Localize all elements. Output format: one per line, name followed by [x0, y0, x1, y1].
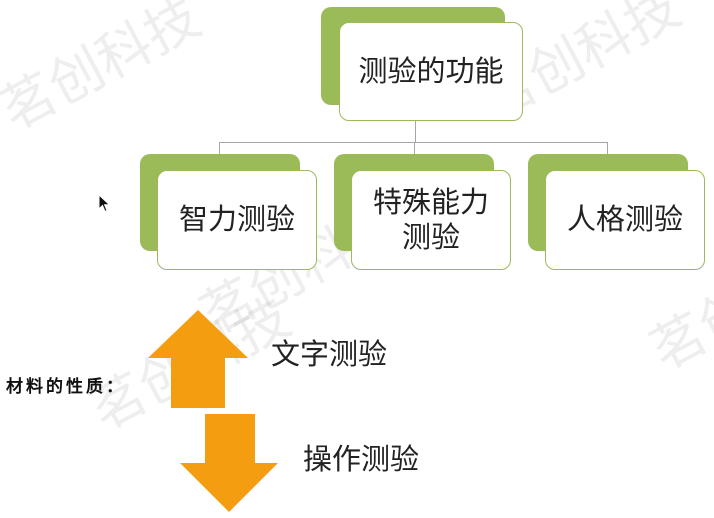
connector-vertical-left — [219, 142, 220, 154]
connector-vertical-middle — [414, 142, 415, 154]
mouse-cursor-icon — [98, 194, 111, 213]
child-node-label: 人格测验 — [566, 202, 683, 237]
operation-test-label: 操作测验 — [303, 442, 420, 476]
material-label: 材料的性质： — [6, 377, 126, 397]
child-node-label: 特殊能力测验 — [372, 184, 489, 254]
connector-vertical-root — [415, 120, 416, 142]
root-node: 测验的功能 — [339, 22, 523, 121]
child-node-personality: 人格测验 — [545, 170, 705, 270]
child-node-intelligence: 智力测验 — [157, 170, 317, 270]
child-node-label: 智力测验 — [178, 202, 295, 237]
text-test-label: 文字测验 — [271, 337, 388, 371]
child-node-special-ability: 特殊能力测验 — [351, 170, 511, 270]
arrow-down-icon — [180, 414, 278, 512]
connector-vertical-right — [607, 142, 608, 154]
arrow-up-icon — [148, 310, 248, 408]
watermark: 茗创科技 — [0, 0, 211, 143]
root-node-label: 测验的功能 — [358, 53, 504, 88]
connector-horizontal — [219, 142, 608, 143]
